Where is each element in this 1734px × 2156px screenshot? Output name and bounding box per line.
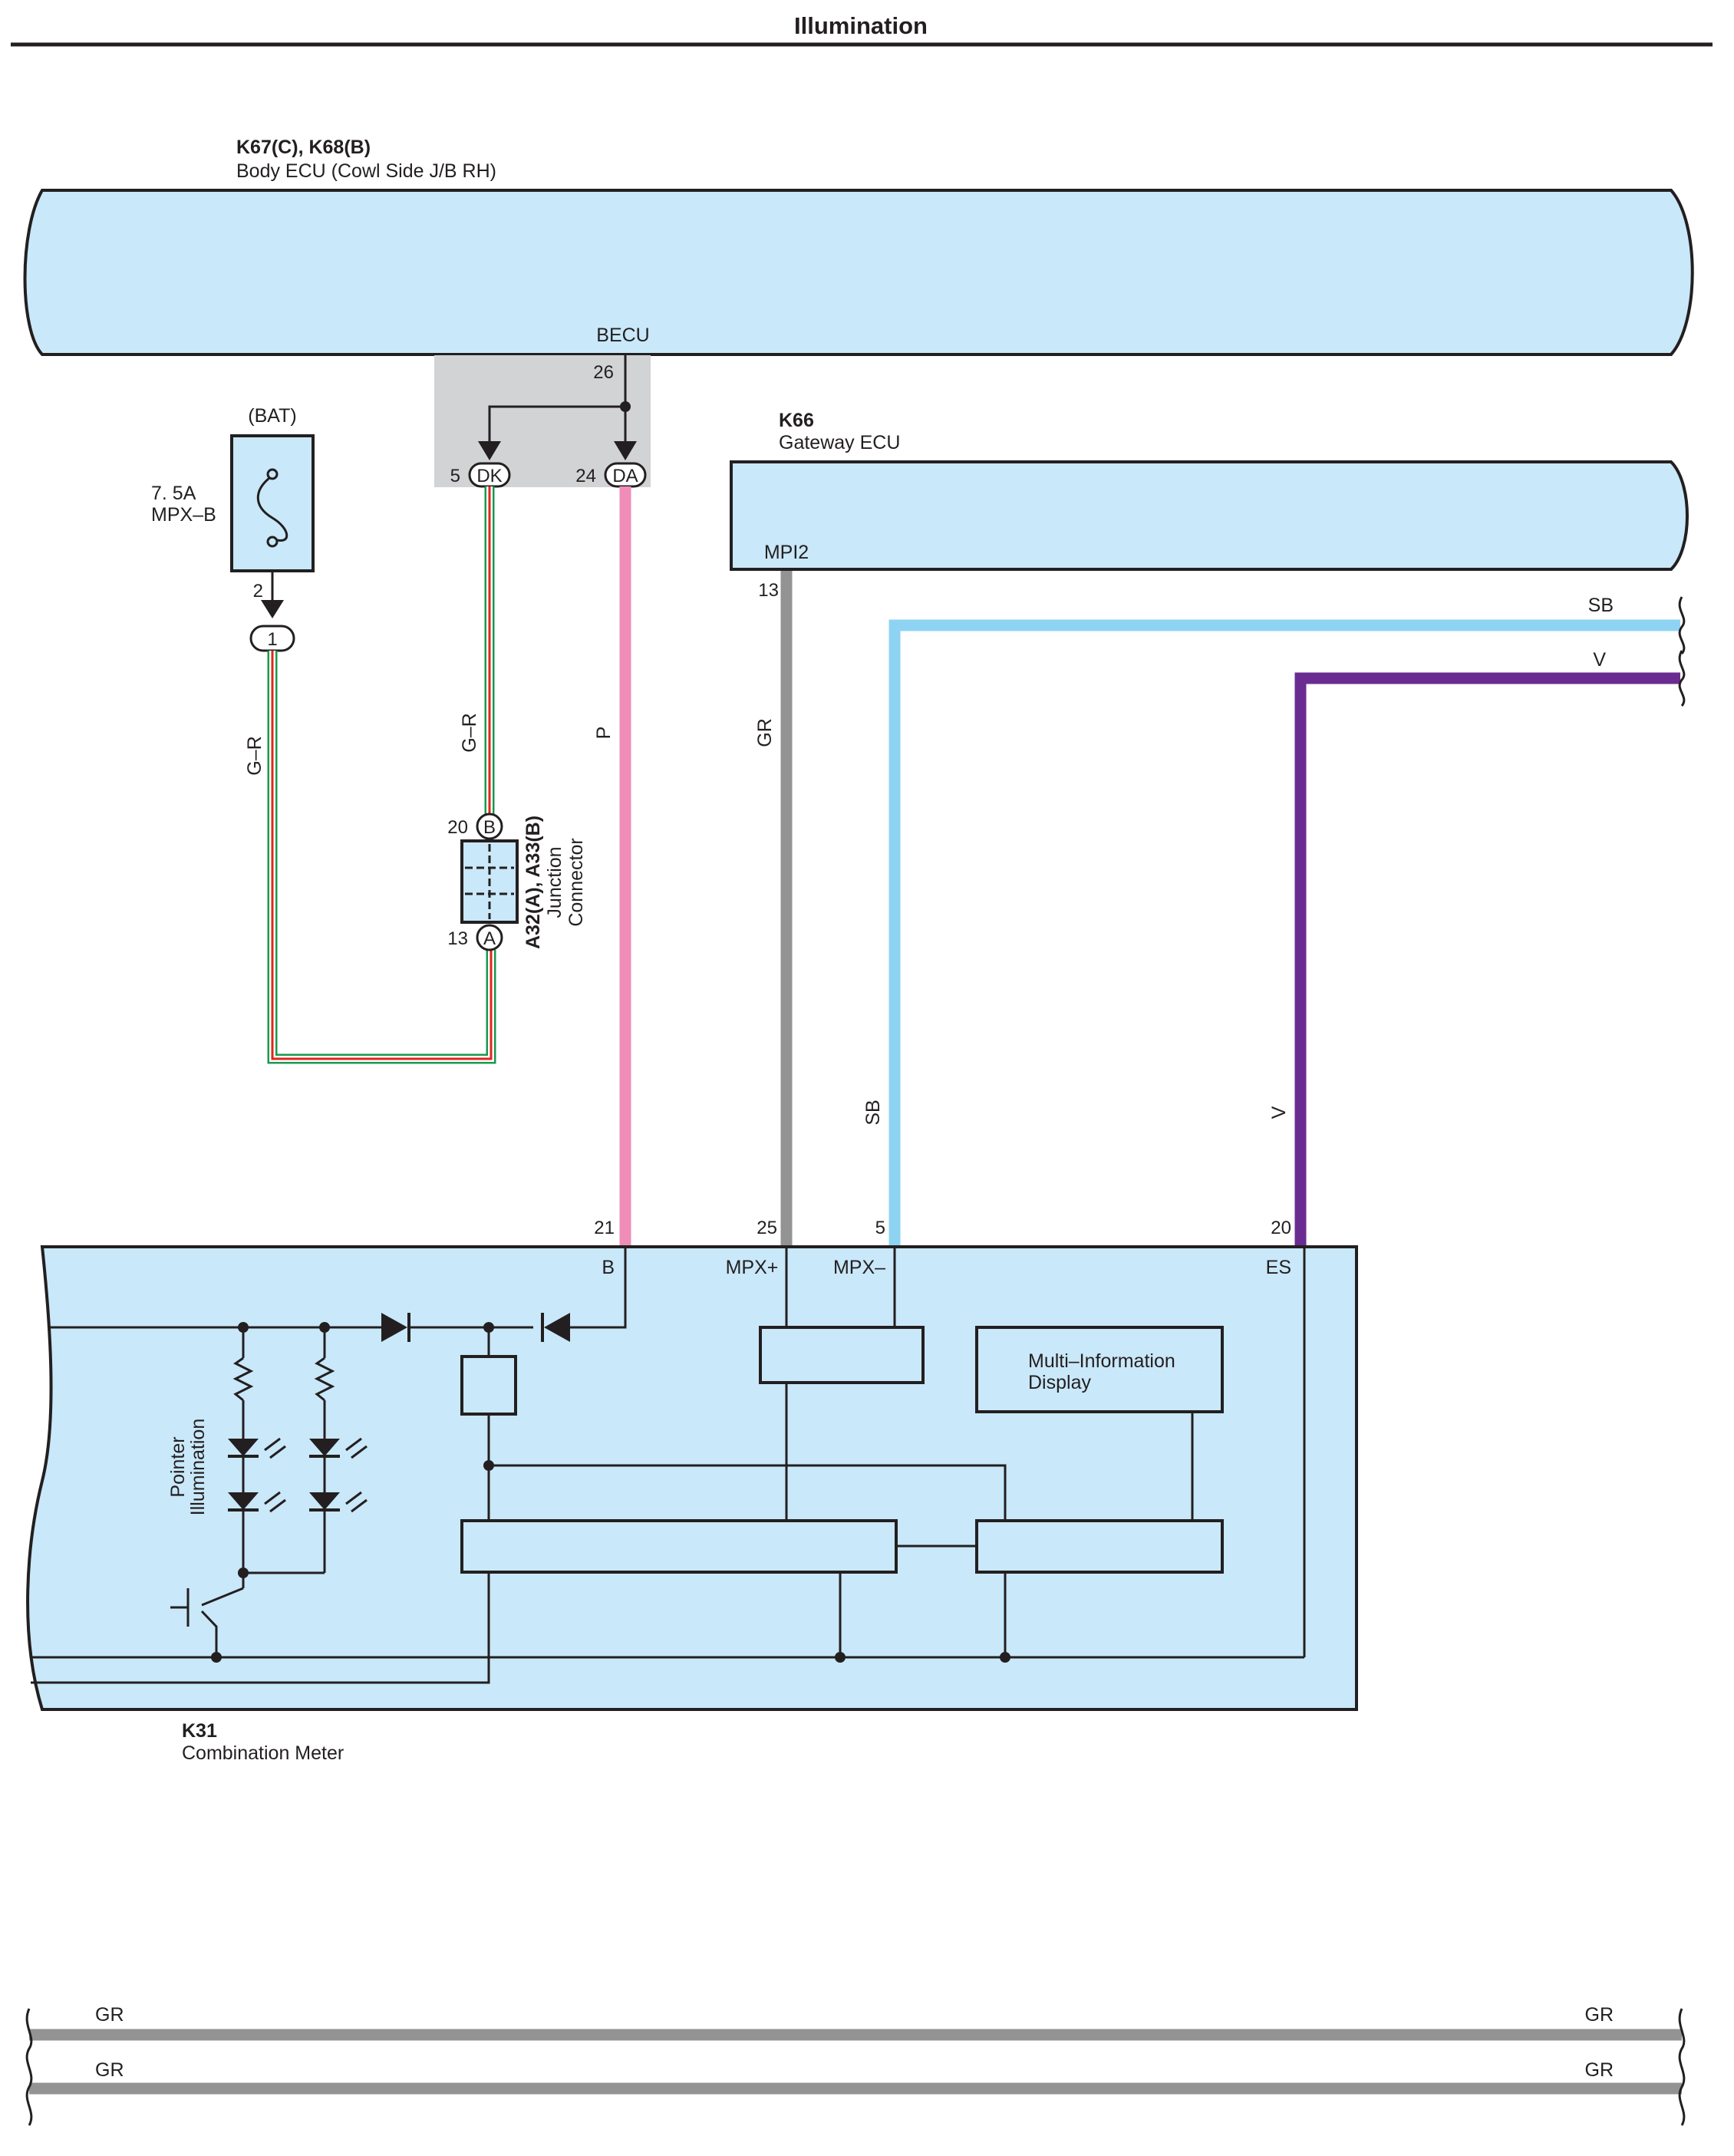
da-arrow-icon xyxy=(614,441,637,460)
violet-wire xyxy=(1294,672,1680,1247)
gateway-terminal: MPI2 xyxy=(764,542,809,563)
gr-dk-label: G–R xyxy=(459,713,480,752)
fuse-connector-label: 1 xyxy=(267,629,277,650)
dk-pin: 5 xyxy=(450,466,460,486)
fuse-box xyxy=(230,434,315,572)
meter-es-terminal: ES xyxy=(1266,1257,1291,1278)
violet-wire-break-icon xyxy=(1678,650,1686,707)
junction-b-pin: 20 xyxy=(447,817,468,838)
meter-name: Combination Meter xyxy=(182,1742,344,1764)
body-ecu-box xyxy=(23,189,1694,356)
fuse-name: MPX–B xyxy=(151,504,216,526)
junction-b-terminal xyxy=(476,813,503,840)
fuse-pin: 2 xyxy=(253,581,263,602)
mid-label-2: Display xyxy=(1028,1372,1091,1393)
cpu-block xyxy=(460,1519,898,1574)
da-pin: 24 xyxy=(575,466,596,486)
junction-line2: Connector xyxy=(565,838,587,926)
junction-line1: Junction xyxy=(544,846,565,918)
meter-b-pin: 21 xyxy=(594,1218,615,1238)
led-icon-group xyxy=(228,1437,368,1513)
grey-wire-label: GR xyxy=(754,718,776,747)
fuse-rating: 7. 5A xyxy=(151,483,196,504)
meter-es-pin: 20 xyxy=(1271,1218,1291,1238)
becu-split-wire xyxy=(488,405,625,445)
body-ecu-name: Body ECU (Cowl Side J/B RH) xyxy=(236,160,496,182)
meter-mpxm-terminal: MPX– xyxy=(833,1257,885,1278)
fuse-source: (BAT) xyxy=(248,405,296,427)
gr-wire-fuse xyxy=(267,651,496,1064)
dk-connector-label: DK xyxy=(476,466,502,486)
meter-mpxm-pin: 5 xyxy=(875,1218,885,1238)
gateway-ecu-box xyxy=(730,460,1689,571)
junction-dot-7 xyxy=(835,1652,846,1663)
gateway-ecu-code: K66 xyxy=(779,410,814,431)
relay-block xyxy=(460,1355,517,1416)
junction-a-terminal xyxy=(476,924,503,951)
mid-label-1: Multi–Information xyxy=(1028,1350,1175,1372)
gr-wire-fuse-tracer xyxy=(271,651,493,1060)
gr-fuse-label: G–R xyxy=(244,736,265,775)
pointer-label-1: Pointer xyxy=(167,1436,189,1497)
junction-a-pin: 13 xyxy=(447,928,468,949)
fuse-icon xyxy=(256,474,288,542)
driver-block xyxy=(975,1519,1224,1574)
diode-2-icon xyxy=(544,1313,570,1342)
combination-meter-box xyxy=(26,1245,1358,1711)
junction-dot-8 xyxy=(1000,1652,1010,1663)
junction-dot-6 xyxy=(211,1652,222,1663)
violet-wire-label: V xyxy=(1268,1106,1290,1119)
bottom-gr-1-right: GR xyxy=(1585,2004,1614,2026)
junction-dot-5 xyxy=(238,1568,249,1578)
bottom-left-break-icon xyxy=(25,2008,33,2126)
junction-dot-3 xyxy=(483,1322,494,1333)
sb-wire-label: SB xyxy=(862,1099,884,1125)
junction-dot-2 xyxy=(319,1322,330,1333)
meter-code: K31 xyxy=(182,1720,217,1742)
sb-right-label: SB xyxy=(1588,595,1614,616)
becu-pin: 26 xyxy=(593,362,614,383)
bottom-gr-2-left: GR xyxy=(95,2059,124,2081)
junction-b-label: B xyxy=(483,817,496,838)
junction-dot-1 xyxy=(238,1322,249,1333)
junction-a-label: A xyxy=(483,928,496,949)
pointer-label-2: Illumination xyxy=(187,1419,209,1515)
mpx-interface-block xyxy=(759,1326,925,1384)
becu-terminal: BECU xyxy=(596,325,649,346)
dk-arrow-icon xyxy=(478,441,501,460)
fuse-terminal-top xyxy=(266,468,279,480)
becu-split-dot xyxy=(620,401,631,412)
fuse-terminal-bottom xyxy=(266,536,279,548)
junction-dot-4 xyxy=(483,1460,494,1471)
bottom-right-break-icon xyxy=(1678,2008,1686,2126)
sb-wire-break-icon xyxy=(1678,596,1686,654)
fuse-arrow-icon xyxy=(261,600,284,618)
multi-info-display-block xyxy=(975,1326,1224,1413)
da-connector-label: DA xyxy=(612,466,638,486)
bottom-gr-2-right: GR xyxy=(1585,2059,1614,2081)
body-ecu-code: K67(C), K68(B) xyxy=(236,137,371,158)
bottom-gr-1-left: GR xyxy=(95,2004,124,2026)
gr-wire-fuse-stripe xyxy=(269,651,494,1062)
junction-code: A32(A), A33(B) xyxy=(523,816,544,949)
meter-b-terminal: B xyxy=(602,1257,615,1278)
gateway-pin: 13 xyxy=(758,580,779,601)
diode-1-icon xyxy=(381,1313,407,1342)
violet-right-label: V xyxy=(1593,649,1606,671)
gateway-ecu-name: Gateway ECU xyxy=(779,432,900,453)
page-title: Illumination xyxy=(794,12,928,39)
meter-mpxp-terminal: MPX+ xyxy=(726,1257,779,1278)
meter-mpxp-pin: 25 xyxy=(757,1218,777,1238)
sb-wire xyxy=(888,619,1680,1247)
pink-wire-label: P xyxy=(593,727,615,740)
